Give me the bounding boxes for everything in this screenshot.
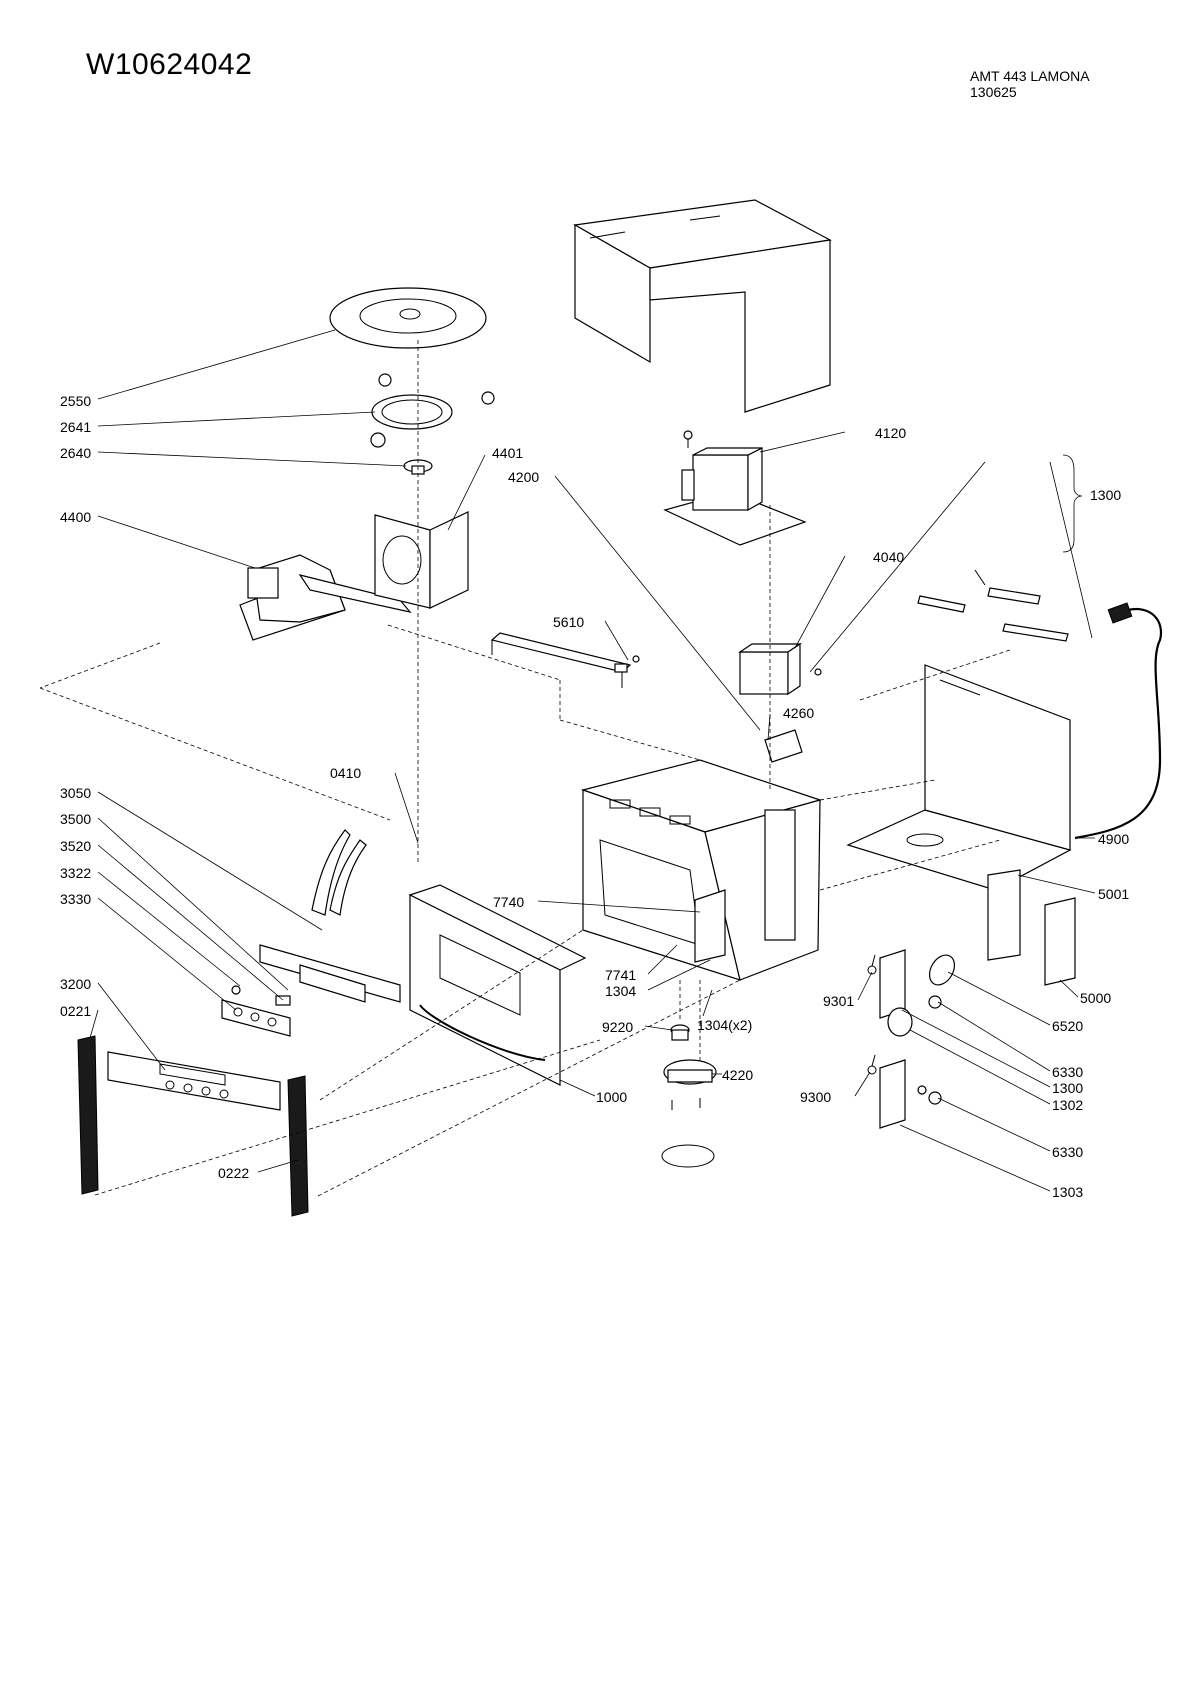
pcb-5001 bbox=[987, 869, 1021, 961]
drawing-number: W10624042 bbox=[86, 48, 253, 81]
switch-bracket-upper bbox=[879, 949, 942, 1037]
label-4220: 4220 bbox=[722, 1067, 753, 1083]
label-1304x2: 1304(x2) bbox=[697, 1017, 752, 1033]
label-5001: 5001 bbox=[1098, 886, 1129, 902]
label-2640: 2640 bbox=[60, 445, 91, 461]
coupler-9220 bbox=[670, 1024, 690, 1041]
label-4120: 4120 bbox=[875, 425, 906, 441]
side-trim-right bbox=[287, 1075, 309, 1217]
label-0222: 0222 bbox=[218, 1165, 249, 1181]
oven-cavity bbox=[580, 759, 823, 981]
label-1000: 1000 bbox=[596, 1089, 627, 1105]
base-plate bbox=[846, 664, 1072, 891]
label-6520: 6520 bbox=[1052, 1018, 1083, 1034]
switch-bracket-lower bbox=[879, 1059, 942, 1129]
label-9300: 9300 bbox=[800, 1089, 831, 1105]
part-3520 bbox=[275, 995, 291, 1006]
label-4040: 4040 bbox=[873, 549, 904, 565]
part-3322 bbox=[231, 985, 241, 995]
label-3322: 3322 bbox=[60, 865, 91, 881]
label-6330-upper: 6330 bbox=[1052, 1064, 1083, 1080]
turntable-plate bbox=[329, 287, 487, 349]
label-4401: 4401 bbox=[492, 445, 523, 461]
label-4200: 4200 bbox=[508, 469, 539, 485]
label-1302: 1302 bbox=[1052, 1097, 1083, 1113]
label-2641: 2641 bbox=[60, 419, 91, 435]
turntable-motor bbox=[663, 1059, 717, 1110]
label-3520: 3520 bbox=[60, 838, 91, 854]
top-rail bbox=[490, 632, 632, 688]
control-panel-board bbox=[259, 944, 401, 1003]
label-1304: 1304 bbox=[605, 983, 636, 999]
pcb-5000 bbox=[1044, 897, 1076, 986]
motor-bracket bbox=[374, 511, 469, 609]
label-1300-top: 1300 bbox=[1090, 487, 1121, 503]
leader-lines bbox=[89, 329, 1096, 1192]
switch-5610 bbox=[614, 655, 640, 673]
label-7740: 7740 bbox=[493, 894, 524, 910]
label-3500: 3500 bbox=[60, 811, 91, 827]
spring-9301 bbox=[867, 954, 877, 975]
label-7741: 7741 bbox=[605, 967, 636, 983]
ribbon-cable bbox=[311, 829, 367, 916]
label-9301: 9301 bbox=[823, 993, 854, 1009]
label-1300-lower: 1300 bbox=[1052, 1080, 1083, 1096]
label-0221: 0221 bbox=[60, 1003, 91, 1019]
label-5000: 5000 bbox=[1080, 990, 1111, 1006]
label-3050: 3050 bbox=[60, 785, 91, 801]
roller-ring bbox=[370, 373, 495, 448]
model-name: AMT 443 LAMONA bbox=[970, 68, 1090, 84]
label-4400: 4400 bbox=[60, 509, 91, 525]
label-0410: 0410 bbox=[330, 765, 361, 781]
door bbox=[408, 884, 587, 1086]
transformer bbox=[663, 430, 807, 546]
spring-9300 bbox=[867, 1054, 877, 1075]
assembly-lines bbox=[39, 340, 1011, 1197]
outer-cabinet-cover bbox=[573, 199, 832, 413]
model-info: AMT 443 LAMONA 130625 bbox=[970, 68, 1090, 100]
label-4260: 4260 bbox=[783, 705, 814, 721]
control-fascia bbox=[107, 1051, 281, 1111]
power-cord bbox=[1074, 602, 1163, 840]
lamp-6520 bbox=[928, 954, 956, 986]
label-9220: 9220 bbox=[602, 1019, 633, 1035]
stirrer-disc bbox=[661, 1144, 715, 1168]
capacitor bbox=[738, 642, 822, 696]
side-trim-left bbox=[77, 1035, 99, 1195]
label-6330-lower: 6330 bbox=[1052, 1144, 1083, 1160]
model-code: 130625 bbox=[970, 84, 1017, 100]
label-3330: 3330 bbox=[60, 891, 91, 907]
label-1303: 1303 bbox=[1052, 1184, 1083, 1200]
label-5610: 5610 bbox=[553, 614, 584, 630]
diode bbox=[764, 729, 803, 763]
fan-motor-assembly bbox=[239, 554, 412, 641]
label-4900: 4900 bbox=[1098, 831, 1129, 847]
label-3200: 3200 bbox=[60, 976, 91, 992]
label-2550: 2550 bbox=[60, 393, 91, 409]
keypad-3330 bbox=[221, 999, 291, 1037]
rods-1300 bbox=[917, 569, 1069, 642]
